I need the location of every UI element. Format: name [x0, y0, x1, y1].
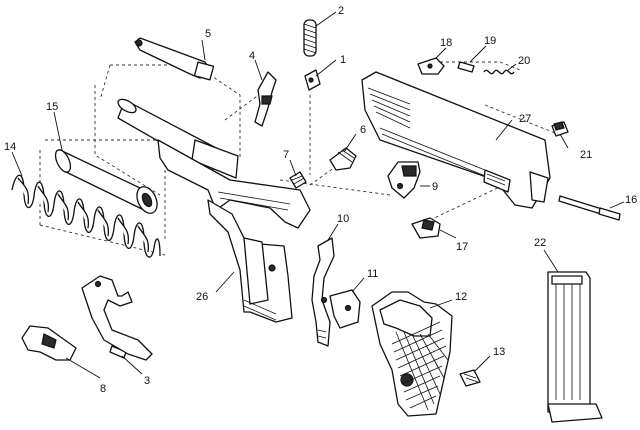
label-5: 5 [205, 28, 211, 40]
magazine-catch [329, 289, 361, 329]
label-11: 11 [367, 268, 378, 280]
label-7: 7 [283, 149, 289, 161]
label-17: 17 [456, 241, 468, 253]
grip-screw [459, 369, 481, 387]
label-18: 18 [440, 37, 452, 49]
barrel-bushing-tube [54, 149, 158, 214]
label-12: 12 [455, 291, 467, 303]
label-10: 10 [337, 213, 349, 225]
label-20: 20 [518, 55, 530, 67]
trigger-guard [81, 275, 153, 361]
small-spring-plunger [289, 171, 307, 189]
firing-pin [558, 195, 621, 221]
rear-sight [417, 57, 445, 75]
label-2: 2 [338, 5, 344, 17]
frame-and-barrel [117, 98, 311, 323]
trigger-bar [311, 237, 335, 347]
label-21: 21 [580, 149, 592, 161]
label-3: 3 [144, 375, 150, 387]
slide [361, 71, 551, 209]
recoil-spring [11, 174, 161, 258]
hammer [387, 161, 421, 199]
trigger [21, 325, 77, 361]
label-8: 8 [100, 383, 106, 395]
extractor [411, 217, 441, 239]
label-27: 27 [519, 113, 531, 125]
magazine [547, 271, 603, 423]
label-26: 26 [196, 291, 208, 303]
sight-pin [457, 61, 475, 73]
label-14: 14 [4, 141, 16, 153]
label-15: 15 [46, 101, 58, 113]
label-13: 13 [493, 346, 505, 358]
label-16: 16 [625, 194, 637, 206]
safety-detent [329, 147, 357, 171]
label-9: 9 [432, 181, 438, 193]
label-19: 19 [484, 35, 496, 47]
leader-lines [11, 11, 625, 379]
label-4: 4 [249, 50, 255, 62]
front-sight [551, 121, 569, 137]
sight-spring [483, 69, 515, 75]
label-22: 22 [534, 237, 546, 249]
grip-panel [371, 291, 453, 417]
label-1: 1 [340, 54, 346, 66]
label-6: 6 [360, 124, 366, 136]
firing-pin-spring [303, 19, 317, 57]
firing-pin-plunger [304, 69, 321, 91]
slide-stop-lever [134, 37, 215, 81]
sear-part [254, 71, 277, 127]
part-labels: 1 2 3 4 5 6 7 8 9 10 11 12 13 14 15 16 1… [4, 5, 637, 395]
